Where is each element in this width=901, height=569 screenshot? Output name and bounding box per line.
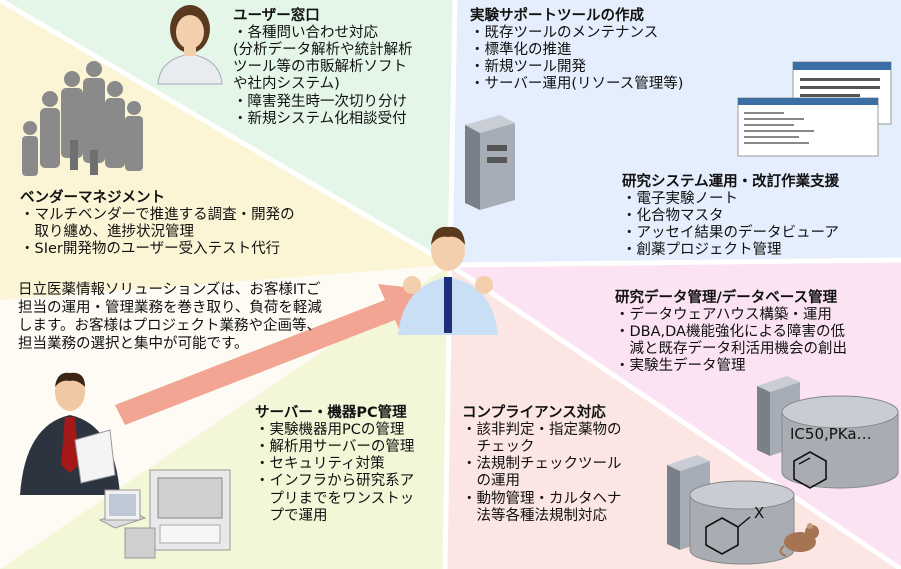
compliance-title: コンプライアンス対応 bbox=[462, 405, 622, 422]
list-item: 減と既存データ利活用機会の創出 bbox=[615, 341, 847, 358]
user-desk-title: ユーザー窓口 bbox=[233, 8, 413, 25]
list-item: ・DBA,DA機能強化による障害の低 bbox=[615, 324, 847, 341]
list-item: ・法規制チェックツール bbox=[462, 456, 622, 473]
list-item: 取り纏め、進捗状況管理 bbox=[20, 224, 295, 241]
compliance-block: コンプライアンス対応 ・該非判定・指定薬物の チェック ・法規制チェックツール … bbox=[462, 405, 622, 525]
list-item: ・化合物マスタ bbox=[622, 208, 839, 225]
list-item: や社内システム) bbox=[233, 76, 413, 93]
list-item: の運用 bbox=[462, 473, 622, 490]
center-message-line: 日立医薬情報ソリューションズは、お客様ITご bbox=[18, 281, 322, 299]
support-tools-list: ・既存ツールのメンテナンス ・標準化の推進 ・新規ツール開発 ・サーバー運用(リ… bbox=[470, 25, 683, 93]
list-item: ・実験機器用PCの管理 bbox=[255, 422, 414, 439]
center-message-line: します。お客様はプロジェクト業務や企画等、 bbox=[18, 317, 322, 335]
list-item: ・SIer開発物のユーザー受入テスト代行 bbox=[20, 241, 295, 258]
vendor-management-block: ベンダーマネジメント ・マルチベンダーで推進する調査・開発の 取り纏め、進捗状況… bbox=[20, 190, 295, 258]
user-desk-list: ・各種問い合わせ対応 (分析データ解析や統計解析 ツール等の市販解析ソフト や社… bbox=[233, 25, 413, 128]
research-system-block: 研究システム運用・改訂作業支援 ・電子実験ノート ・化合物マスタ ・アッセイ結果… bbox=[622, 174, 839, 260]
vendor-management-list: ・マルチベンダーで推進する調査・開発の 取り纏め、進捗状況管理 ・SIer開発物… bbox=[20, 207, 295, 258]
list-item: ・各種問い合わせ対応 bbox=[233, 25, 413, 42]
list-item: ・実験生データ管理 bbox=[615, 358, 847, 375]
list-item: ・創薬プロジェクト管理 bbox=[622, 242, 839, 259]
list-item: ・マルチベンダーで推進する調査・開発の bbox=[20, 207, 295, 224]
db-property-label: IC50,PKa… bbox=[790, 426, 872, 444]
center-message-line: 担当業務の選択と集中が可能です。 bbox=[18, 335, 322, 353]
list-item: ・サーバー運用(リソース管理等) bbox=[470, 76, 683, 93]
vendor-management-title: ベンダーマネジメント bbox=[20, 190, 295, 207]
list-item: ・障害発生時一次切り分け bbox=[233, 94, 413, 111]
list-item: ・動物管理・カルタヘナ bbox=[462, 491, 622, 508]
list-item: ・解析用サーバーの管理 bbox=[255, 439, 414, 456]
server-pc-title: サーバー・機器PC管理 bbox=[255, 405, 414, 422]
list-item: プで運用 bbox=[255, 508, 414, 525]
list-item: プリまでをワンストッ bbox=[255, 491, 414, 508]
list-item: ・インフラから研究系ア bbox=[255, 473, 414, 490]
server-pc-list: ・実験機器用PCの管理 ・解析用サーバーの管理 ・セキュリティ対策 ・インフラか… bbox=[255, 422, 414, 525]
server-pc-block: サーバー・機器PC管理 ・実験機器用PCの管理 ・解析用サーバーの管理 ・セキュ… bbox=[255, 405, 414, 525]
research-data-title: 研究データ管理/データベース管理 bbox=[615, 290, 847, 307]
list-item: ・電子実験ノート bbox=[622, 191, 839, 208]
list-item: ツール等の市販解析ソフト bbox=[233, 59, 413, 76]
list-item: ・新規システム化相談受付 bbox=[233, 111, 413, 128]
list-item: ・既存ツールのメンテナンス bbox=[470, 25, 683, 42]
center-message-block: 日立医薬情報ソリューションズは、お客様ITご 担当の運用・管理業務を巻き取り、負… bbox=[18, 281, 322, 354]
research-data-list: ・データウェアハウス構築・運用 ・DBA,DA機能強化による障害の低 減と既存デ… bbox=[615, 307, 847, 375]
list-item: ・データウェアハウス構築・運用 bbox=[615, 307, 847, 324]
list-item: ・新規ツール開発 bbox=[470, 59, 683, 76]
user-desk-block: ユーザー窓口 ・各種問い合わせ対応 (分析データ解析や統計解析 ツール等の市販解… bbox=[233, 8, 413, 128]
compliance-list: ・該非判定・指定薬物の チェック ・法規制チェックツール の運用 ・動物管理・カ… bbox=[462, 422, 622, 525]
research-data-block: 研究データ管理/データベース管理 ・データウェアハウス構築・運用 ・DBA,DA… bbox=[615, 290, 847, 376]
list-item: ・セキュリティ対策 bbox=[255, 456, 414, 473]
list-item: ・アッセイ結果のデータビューア bbox=[622, 225, 839, 242]
list-item: 法等各種法規制対応 bbox=[462, 508, 622, 525]
list-item: (分析データ解析や統計解析 bbox=[233, 42, 413, 59]
list-item: チェック bbox=[462, 439, 622, 456]
list-item: ・標準化の推進 bbox=[470, 42, 683, 59]
research-system-title: 研究システム運用・改訂作業支援 bbox=[622, 174, 839, 191]
support-tools-title: 実験サポートツールの作成 bbox=[470, 8, 683, 25]
server-tower-icon bbox=[465, 115, 515, 210]
center-message-line: 担当の運用・管理業務を巻き取り、負荷を軽減 bbox=[18, 299, 322, 317]
research-system-list: ・電子実験ノート ・化合物マスタ ・アッセイ結果のデータビューア ・創薬プロジェ… bbox=[622, 191, 839, 259]
support-tools-block: 実験サポートツールの作成 ・既存ツールのメンテナンス ・標準化の推進 ・新規ツー… bbox=[470, 8, 683, 94]
substituent-label: X bbox=[754, 505, 764, 523]
list-item: ・該非判定・指定薬物の bbox=[462, 422, 622, 439]
